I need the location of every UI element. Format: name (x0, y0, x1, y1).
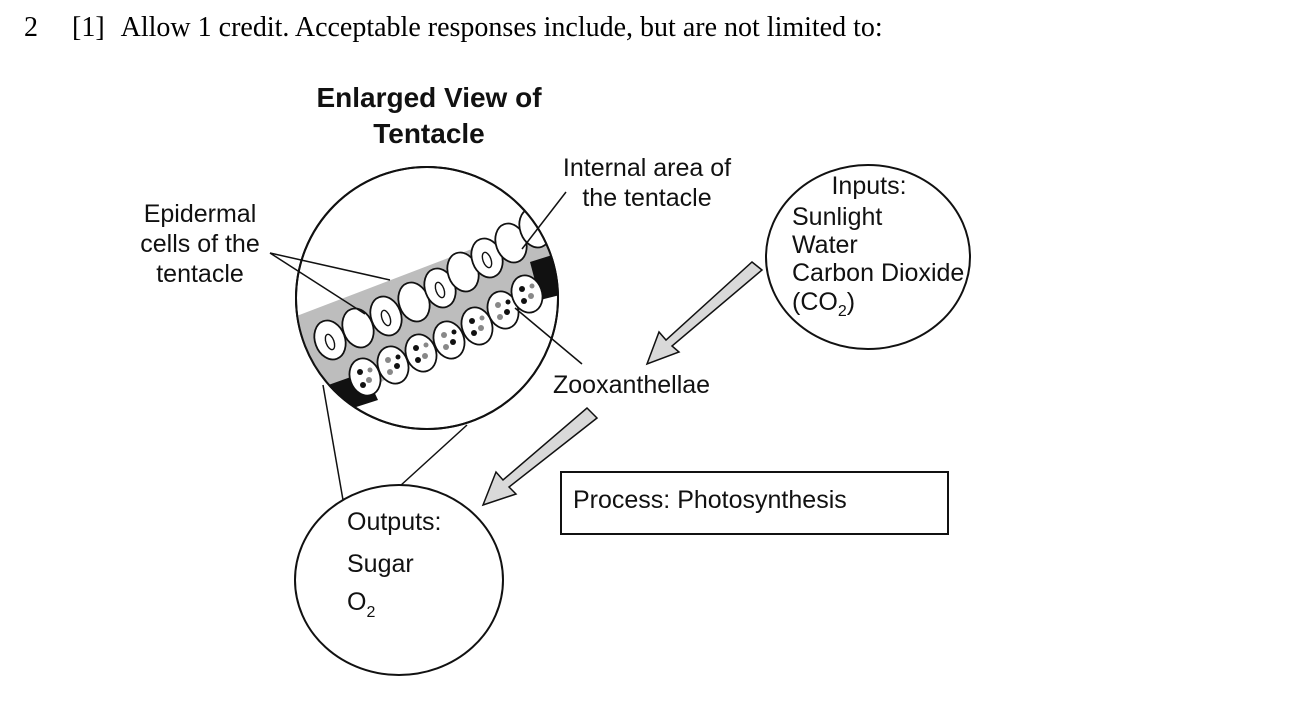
zooxanthellae-label: Zooxanthellae (553, 371, 710, 399)
internal-area-leader-line (521, 191, 567, 250)
outputs-heading: Outputs: (347, 508, 442, 536)
arrow-inputs-to-tentacle (645, 261, 764, 366)
zooxanthellae-leader-line (514, 307, 583, 365)
credit-points: [1] (72, 12, 105, 43)
epidermal-label-line2: cells of the (140, 230, 260, 258)
epidermal-leader-lines (269, 252, 391, 315)
output-o2-formula: O2 (347, 588, 375, 621)
inputs-heading: Inputs: (831, 172, 906, 200)
epidermal-cell-nuclei (324, 251, 493, 351)
zoom-connector-lines (322, 384, 468, 501)
input-carbon-dioxide: Carbon Dioxide (792, 259, 964, 287)
diagram-title-line1: Enlarged View of (316, 82, 542, 113)
diagram-title-line2: Tentacle (373, 118, 485, 149)
internal-area-label-line2: the tentacle (582, 184, 711, 212)
outputs-circle: Outputs: Sugar O2 (294, 484, 504, 676)
input-water: Water (792, 231, 858, 259)
input-sunlight: Sunlight (792, 203, 882, 231)
process-label: Process: Photosynthesis (573, 486, 847, 514)
epidermal-label-line1: Epidermal (144, 200, 257, 228)
zooxanthellae-cell-row (348, 274, 544, 397)
zooxanthellae-dots (357, 283, 535, 388)
question-header: 2 [1] Allow 1 credit. Acceptable responses… (24, 12, 883, 44)
arrow-tentacle-to-outputs (481, 406, 599, 507)
scoring-instruction: Allow 1 credit. Acceptable responses inc… (120, 12, 883, 43)
internal-area-label-line1: Internal area of (563, 154, 731, 182)
tentacle-enlarged-view (295, 166, 559, 430)
epidermal-label-line3: tentacle (156, 260, 244, 288)
tentacle-dark-edge-right (530, 240, 558, 300)
output-sugar: Sugar (347, 550, 414, 578)
question-number: 2 (24, 12, 38, 43)
inputs-circle: Inputs: Sunlight Water Carbon Dioxide (C… (765, 164, 971, 350)
process-box (560, 471, 949, 535)
input-co2-formula: (CO2) (792, 288, 855, 320)
